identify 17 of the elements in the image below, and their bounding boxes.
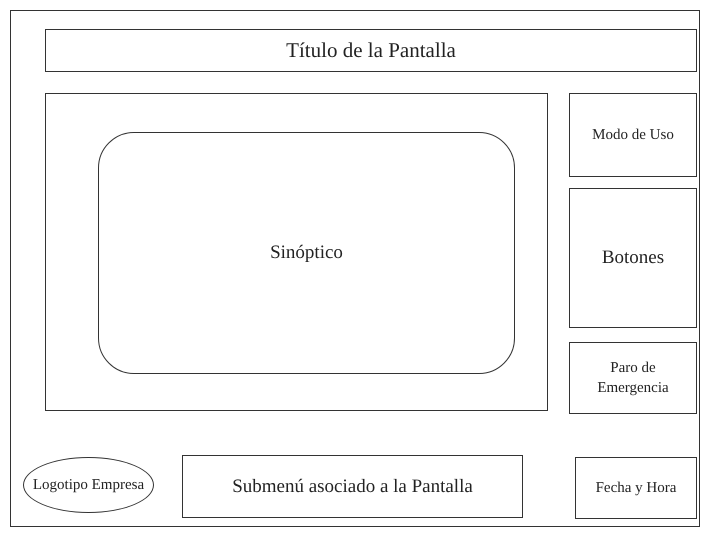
box-label: Paro de Emergencia bbox=[596, 358, 670, 398]
box-label: Botones bbox=[600, 246, 666, 270]
box-label: Logotipo Empresa bbox=[32, 476, 146, 495]
box-label: Título de la Pantalla bbox=[285, 37, 457, 64]
box-label: Fecha y Hora bbox=[594, 478, 678, 498]
rounded-box bbox=[98, 132, 515, 374]
layout-box bbox=[569, 93, 697, 177]
box-label: Sinóptico bbox=[269, 241, 344, 266]
panel-box bbox=[45, 93, 548, 411]
box-label: Modo de Uso bbox=[591, 126, 675, 145]
screen-frame bbox=[10, 10, 700, 527]
box-label: Submenú asociado a la Pantalla bbox=[231, 474, 474, 499]
layout-box bbox=[569, 342, 697, 414]
layout-box bbox=[182, 455, 523, 518]
layout-box bbox=[569, 188, 697, 328]
layout-box bbox=[575, 457, 697, 519]
layout-box bbox=[45, 29, 697, 72]
